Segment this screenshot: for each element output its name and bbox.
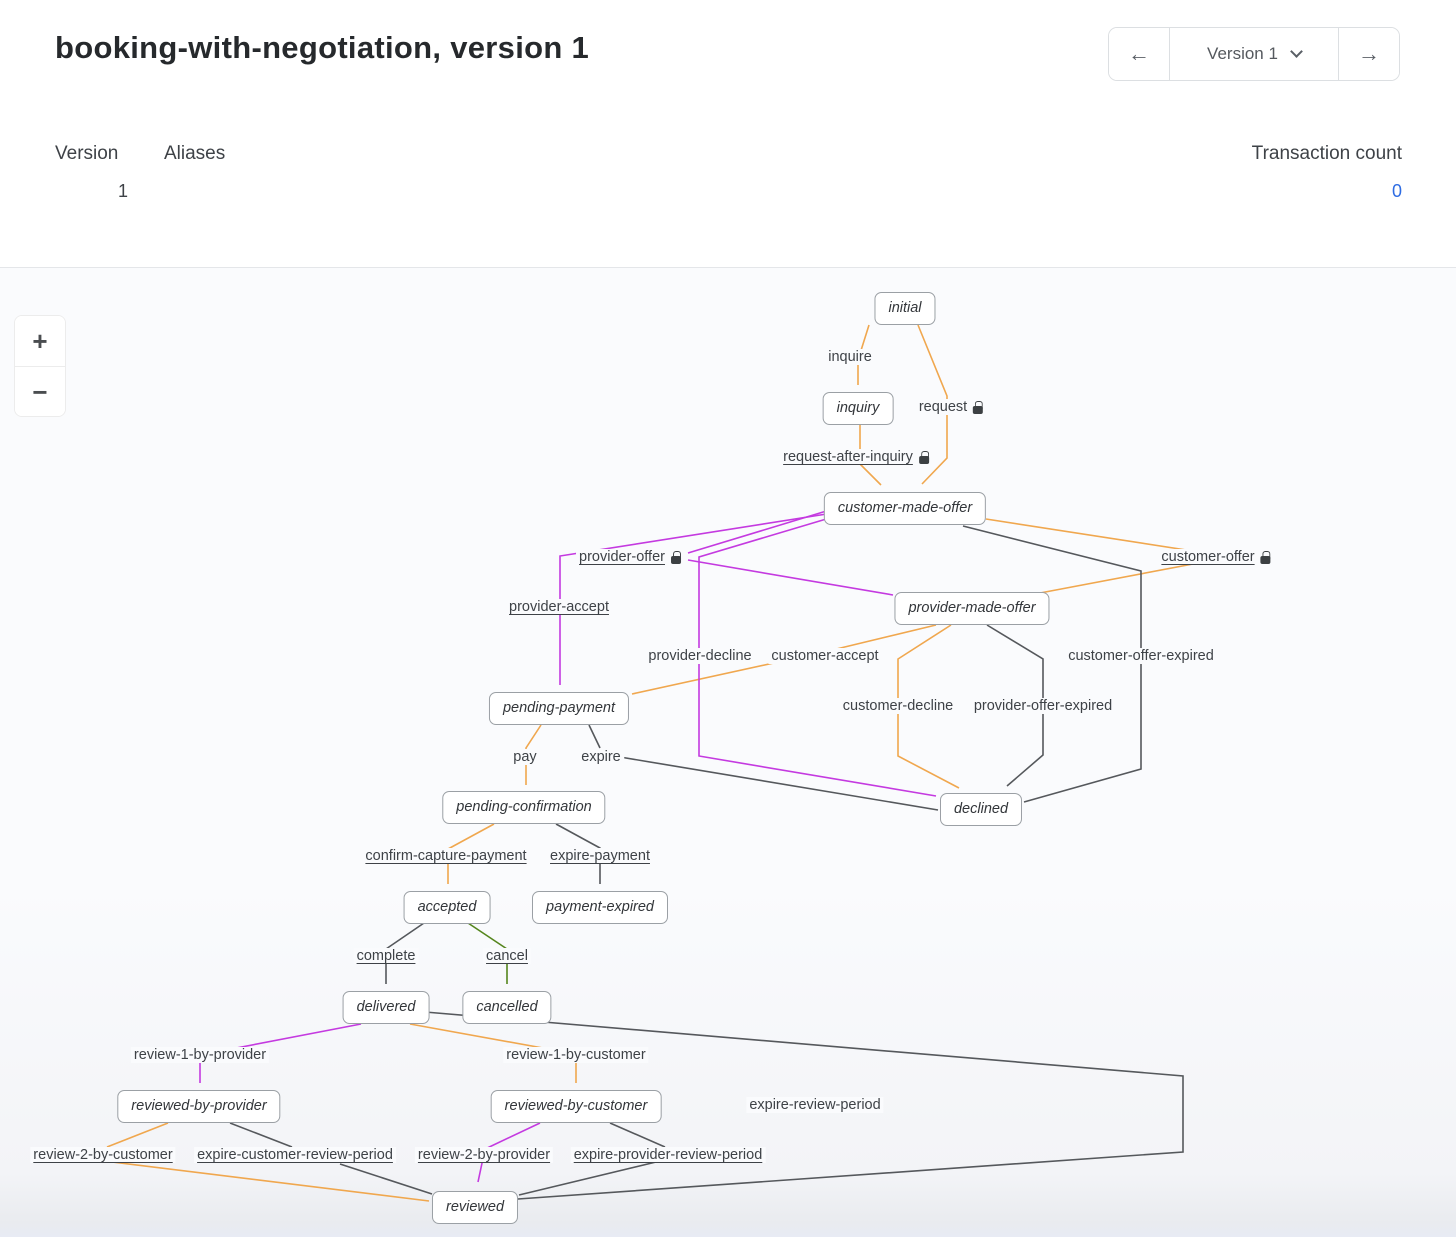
- transition-label-review-2-by-customer[interactable]: review-2-by-customer: [30, 1147, 176, 1163]
- transition-label-request-after-inquiry[interactable]: request-after-inquiry: [780, 449, 932, 465]
- transition-label-provider-offer[interactable]: provider-offer: [576, 549, 684, 565]
- column-header-version: Version: [55, 143, 119, 164]
- transition-label-cancel[interactable]: cancel: [483, 948, 531, 964]
- transition-label-confirm-capture-payment[interactable]: confirm-capture-payment: [362, 848, 530, 864]
- version-value: 1: [117, 181, 128, 201]
- state-node-reviewed-by-customer: reviewed-by-customer: [490, 1090, 662, 1123]
- lock-icon: [918, 450, 929, 464]
- zoom-controls: + −: [14, 315, 66, 417]
- transition-label-expire-payment[interactable]: expire-payment: [547, 848, 653, 864]
- zoom-out-button[interactable]: −: [15, 366, 65, 416]
- transition-label-pay: pay: [510, 749, 540, 765]
- edge-review-2-by-customer-a: [106, 1122, 169, 1148]
- state-node-reviewed: reviewed: [431, 1191, 519, 1224]
- lock-icon: [973, 400, 984, 414]
- lock-icon: [670, 550, 681, 564]
- transition-label-review-2-by-provider[interactable]: review-2-by-provider: [414, 1147, 554, 1163]
- transition-label-customer-decline: customer-decline: [839, 698, 957, 714]
- transition-label-request: request: [915, 399, 987, 415]
- transition-label-expire: expire: [578, 749, 624, 765]
- page-header: booking-with-negotiation, version 1 ← Ve…: [0, 0, 1456, 268]
- column-header-aliases: Aliases: [164, 143, 226, 164]
- edge-expire-provider-review-period-b: [518, 1161, 657, 1196]
- state-node-payment-expired: payment-expired: [532, 891, 668, 924]
- version-navigator: ← Version 1 →: [1108, 27, 1400, 81]
- edge-customer-offer-b: [985, 518, 1213, 555]
- version-select[interactable]: Version 1: [1169, 28, 1339, 80]
- transition-label-expire-review-period: expire-review-period: [746, 1097, 884, 1113]
- edge-customer-offer-a: [1039, 559, 1215, 594]
- transition-label-provider-accept[interactable]: provider-accept: [506, 599, 612, 615]
- edge-customer-offer-expired: [962, 525, 1142, 803]
- state-node-cancelled: cancelled: [462, 991, 552, 1024]
- previous-version-button[interactable]: ←: [1109, 28, 1169, 80]
- arrow-right-icon: →: [1358, 41, 1380, 66]
- state-node-accepted: accepted: [403, 891, 491, 924]
- lock-icon: [1260, 550, 1271, 564]
- next-version-button[interactable]: →: [1339, 28, 1399, 80]
- version-select-value: Version 1: [1207, 44, 1278, 63]
- chevron-down-icon: [1290, 45, 1303, 58]
- state-node-provider-made-offer: provider-made-offer: [894, 592, 1050, 625]
- state-node-reviewed-by-provider: reviewed-by-provider: [117, 1090, 281, 1123]
- transaction-count-link[interactable]: 0: [1391, 181, 1402, 201]
- state-node-pending-payment: pending-payment: [488, 692, 630, 725]
- transition-label-customer-accept: customer-accept: [768, 648, 882, 664]
- edge-expire-customer-review-period-b: [339, 1163, 433, 1195]
- transition-label-review-1-by-provider: review-1-by-provider: [130, 1047, 270, 1063]
- arrow-left-icon: ←: [1128, 41, 1150, 66]
- edge-pay: [525, 724, 542, 785]
- state-node-delivered: delivered: [342, 991, 430, 1024]
- diagram-edges: [106, 324, 1215, 1202]
- state-node-initial: initial: [874, 292, 936, 325]
- state-node-customer-made-offer: customer-made-offer: [823, 492, 987, 525]
- page-title: booking-with-negotiation, version 1: [55, 30, 590, 65]
- transition-label-complete[interactable]: complete: [353, 948, 419, 964]
- transition-label-review-1-by-customer: review-1-by-customer: [503, 1047, 649, 1063]
- state-node-declined: declined: [939, 793, 1023, 826]
- transition-label-customer-offer[interactable]: customer-offer: [1158, 549, 1274, 565]
- process-diagram-canvas[interactable]: + −: [0, 268, 1456, 1237]
- edge-request: [917, 324, 948, 485]
- edge-expire-customer-review-period-a: [229, 1122, 293, 1148]
- edge-expire-a: [588, 724, 601, 749]
- transition-label-provider-decline: provider-decline: [645, 648, 755, 664]
- column-header-transaction-count: Transaction count: [1251, 143, 1402, 164]
- transition-label-inquire: inquire: [825, 349, 875, 365]
- edge-expire-b: [619, 756, 939, 811]
- edge-expire-review-period: [424, 1011, 1184, 1200]
- transition-label-expire-provider-review-period[interactable]: expire-provider-review-period: [570, 1147, 766, 1163]
- edge-expire-provider-review-period-a: [609, 1122, 666, 1148]
- zoom-in-button[interactable]: +: [15, 316, 65, 366]
- edge-provider-accept: [559, 512, 834, 685]
- transition-label-customer-offer-expired: customer-offer-expired: [1065, 648, 1217, 664]
- edge-provider-offer-b: [687, 559, 894, 596]
- state-node-inquiry: inquiry: [822, 392, 894, 425]
- edge-provider-offer-a: [687, 508, 834, 554]
- state-node-pending-confirmation: pending-confirmation: [442, 791, 606, 824]
- edge-review-2-by-customer-b: [111, 1161, 430, 1202]
- transition-label-expire-customer-review-period[interactable]: expire-customer-review-period: [194, 1147, 396, 1163]
- transition-label-provider-offer-expired: provider-offer-expired: [970, 698, 1116, 714]
